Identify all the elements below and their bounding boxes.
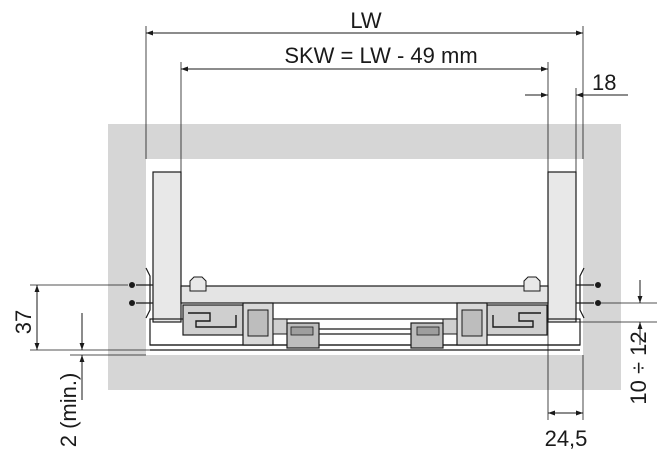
runner-assembly-right [410,276,548,349]
label-10-12: 10 ÷ 12 [626,331,651,404]
label-lw: LW [350,8,382,33]
drawer-side-left [152,171,182,323]
screws-left [129,267,153,319]
dimension-2-min [70,313,146,400]
label-37: 37 [11,310,36,334]
runner-assembly-left [182,276,320,349]
label-24-5: 24,5 [545,426,588,451]
dimension-24-5 [547,322,584,420]
drawer-bottom-panel [180,285,549,304]
dimension-skw [180,62,549,172]
dimension-37 [30,284,150,351]
label-18: 18 [592,70,616,95]
label-skw: SKW = LW - 49 mm [284,43,477,68]
dimension-lw [145,26,584,159]
drawer-side-right [547,171,577,323]
label-2-min: 2 (min.) [56,373,81,448]
dimension-10-12 [576,280,657,345]
dimension-18 [525,88,628,172]
